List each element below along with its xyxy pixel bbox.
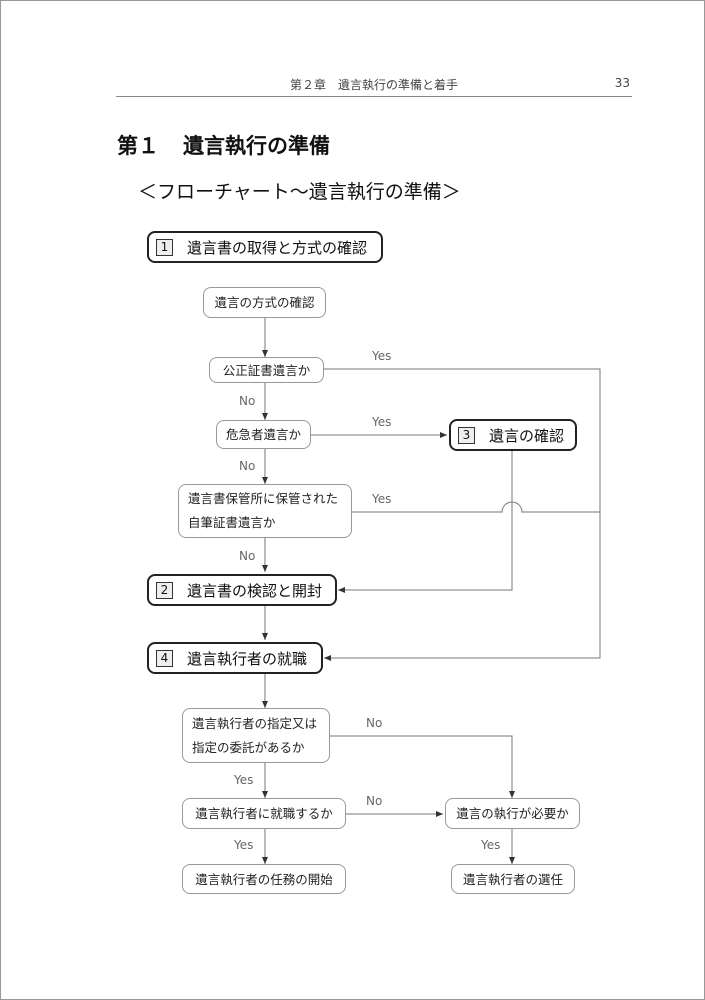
edge-notarial-yes — [324, 368, 601, 661]
node-check-form: 遺言の方式の確認 — [203, 287, 326, 318]
label-notarial-no: No — [239, 394, 256, 408]
node-designation-line2: 指定の委託があるか — [192, 739, 305, 755]
section-1-label: 遺言書の取得と方式の確認 — [187, 238, 368, 257]
section-1-number: 1 — [156, 238, 173, 256]
node-danger: 危急者遺言か — [216, 420, 311, 449]
label-deposit-yes: Yes — [372, 492, 392, 506]
label-danger-no: No — [239, 459, 256, 473]
page-number: 33 — [614, 76, 630, 90]
section-3-label: 遺言の確認 — [489, 426, 565, 445]
node-appoint: 遺言執行者の選任 — [451, 864, 575, 894]
label-accept-yes: Yes — [234, 838, 254, 852]
node-start-duties: 遺言執行者の任務の開始 — [182, 864, 346, 894]
node-deposit: 遺言書保管所に保管された 自筆証書遺言か — [178, 484, 352, 538]
node-needed: 遺言の執行が必要か — [445, 798, 580, 829]
node-notarial: 公正証書遺言か — [209, 357, 324, 383]
chapter-number: 第１ — [117, 134, 159, 158]
section-4-label: 遺言執行者の就職 — [187, 649, 308, 668]
section-4-box: 4 遺言執行者の就職 — [147, 642, 323, 674]
section-3-box: 3 遺言の確認 — [449, 419, 577, 451]
label-needed-yes: Yes — [481, 838, 501, 852]
edge-designation-no — [330, 735, 515, 798]
section-4-number: 4 — [156, 649, 173, 667]
label-accept-no: No — [366, 794, 383, 808]
section-2-label: 遺言書の検認と開封 — [187, 581, 323, 600]
edge-s3-to-s2 — [338, 451, 513, 593]
flowchart-title: ＜フローチャート～遺言執行の準備＞ — [138, 181, 461, 203]
node-deposit-line2: 自筆証書遺言か — [188, 515, 276, 530]
running-header: 第２章 遺言執行の準備と着手 33 — [116, 74, 632, 97]
node-deposit-line1: 遺言書保管所に保管された — [188, 491, 339, 506]
chapter-title: 遺言執行の準備 — [183, 134, 330, 158]
section-3-number: 3 — [458, 426, 475, 444]
label-notarial-yes: Yes — [372, 349, 392, 363]
chapter-heading: 第１ 遺言執行の準備 — [117, 130, 330, 160]
running-title: 第２章 遺言執行の準備と着手 — [289, 78, 458, 92]
node-designation: 遺言執行者の指定又は 指定の委託があるか — [182, 708, 330, 763]
label-deposit-no: No — [239, 549, 256, 563]
node-accept: 遺言執行者に就職するか — [182, 798, 346, 829]
node-designation-line1: 遺言執行者の指定又は — [192, 715, 318, 731]
label-danger-yes: Yes — [372, 415, 392, 429]
label-designation-yes: Yes — [234, 773, 254, 787]
section-2-number: 2 — [156, 581, 173, 599]
section-2-box: 2 遺言書の検認と開封 — [147, 574, 337, 606]
section-1-box: 1 遺言書の取得と方式の確認 — [147, 231, 383, 263]
label-designation-no: No — [366, 716, 383, 730]
